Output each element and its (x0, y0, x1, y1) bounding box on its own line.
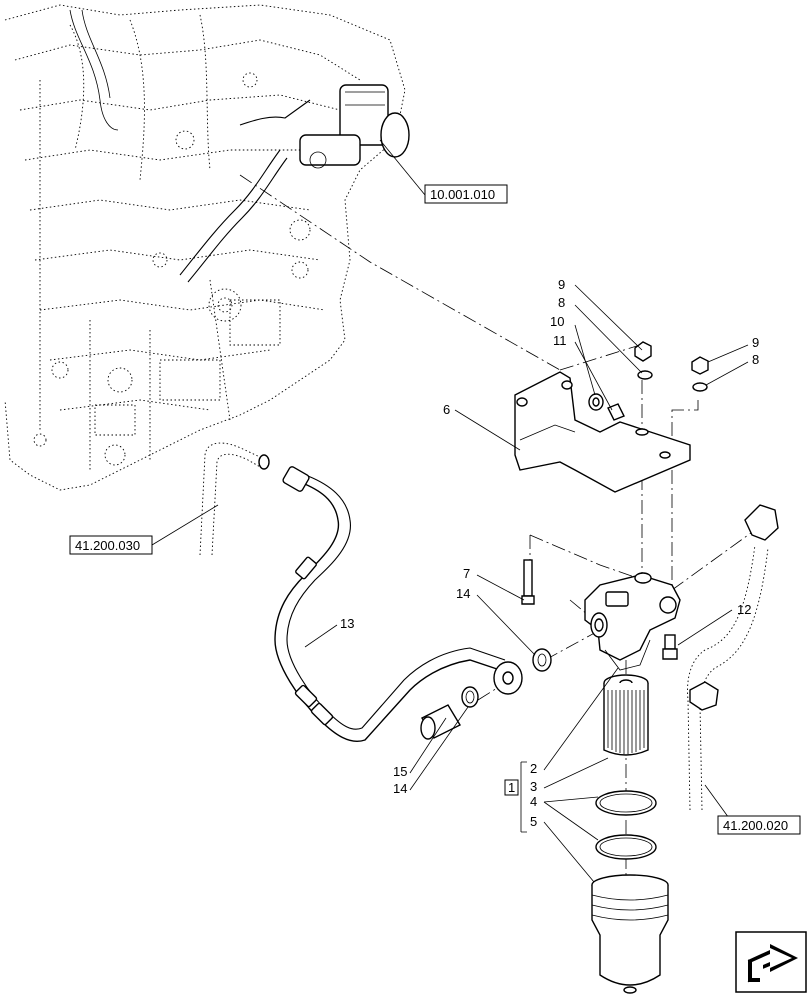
callout-5: 5 (530, 814, 537, 829)
callout-8-left: 8 (558, 295, 565, 310)
nut-9-right (691, 356, 709, 375)
filter-element (603, 674, 649, 756)
filter-head (584, 572, 681, 671)
bolt-11 (607, 403, 625, 421)
engine-block-illustration (4, 4, 406, 491)
callout-7: 7 (463, 566, 470, 581)
fuel-pipe (274, 466, 523, 742)
callout-1-box (504, 779, 519, 796)
reference-label-hose-left[interactable]: 41.200.030 (75, 538, 140, 553)
hose-right (687, 504, 779, 811)
engine-hose-assembly (69, 9, 410, 283)
reference-10-001-010[interactable]: 10.001.010 (424, 184, 508, 204)
bolts (521, 559, 678, 660)
callout-12: 12 (737, 602, 751, 617)
callout-8-right: 8 (752, 352, 759, 367)
callout-15: 15 (393, 764, 407, 779)
next-page-arrow-icon[interactable] (735, 931, 807, 993)
callout-9-left: 9 (558, 277, 565, 292)
filter-bowl (591, 874, 669, 994)
callout-10: 10 (550, 314, 564, 329)
callout-2: 2 (530, 761, 537, 776)
reference-41-200-020[interactable]: 41.200.020 (717, 815, 801, 835)
hose-left (199, 442, 270, 556)
nut-9-left (634, 341, 652, 362)
reference-label-engine[interactable]: 10.001.010 (430, 187, 495, 202)
callout-4: 4 (530, 794, 537, 809)
callout-3: 3 (530, 779, 537, 794)
callout-9-right: 9 (752, 335, 759, 350)
washer-14-right (532, 648, 552, 672)
leader-lines (151, 139, 749, 883)
reference-label-hose-right[interactable]: 41.200.020 (723, 818, 788, 833)
callout-14-bottom: 14 (393, 781, 407, 796)
mounting-bracket (514, 371, 691, 493)
bolt-12 (664, 634, 676, 650)
washer-8-right (692, 382, 708, 392)
callout-14-top: 14 (456, 586, 470, 601)
reference-41-200-030[interactable]: 41.200.030 (69, 535, 153, 555)
o-rings (595, 790, 657, 860)
callout-labels: 9 8 10 11 9 8 6 7 14 12 13 15 14 2 3 4 5… (340, 277, 759, 829)
callout-6: 6 (443, 402, 450, 417)
fastener-hardware (588, 341, 709, 421)
banjo-bolt-and-washers (420, 648, 552, 740)
callout-1: 1 (508, 780, 515, 795)
washer-14-left (461, 686, 479, 708)
washer-8-left (637, 370, 653, 380)
bolt-7 (523, 559, 533, 597)
assembly-centerlines (239, 174, 756, 875)
callout-13: 13 (340, 616, 354, 631)
callout-11: 11 (553, 333, 567, 348)
